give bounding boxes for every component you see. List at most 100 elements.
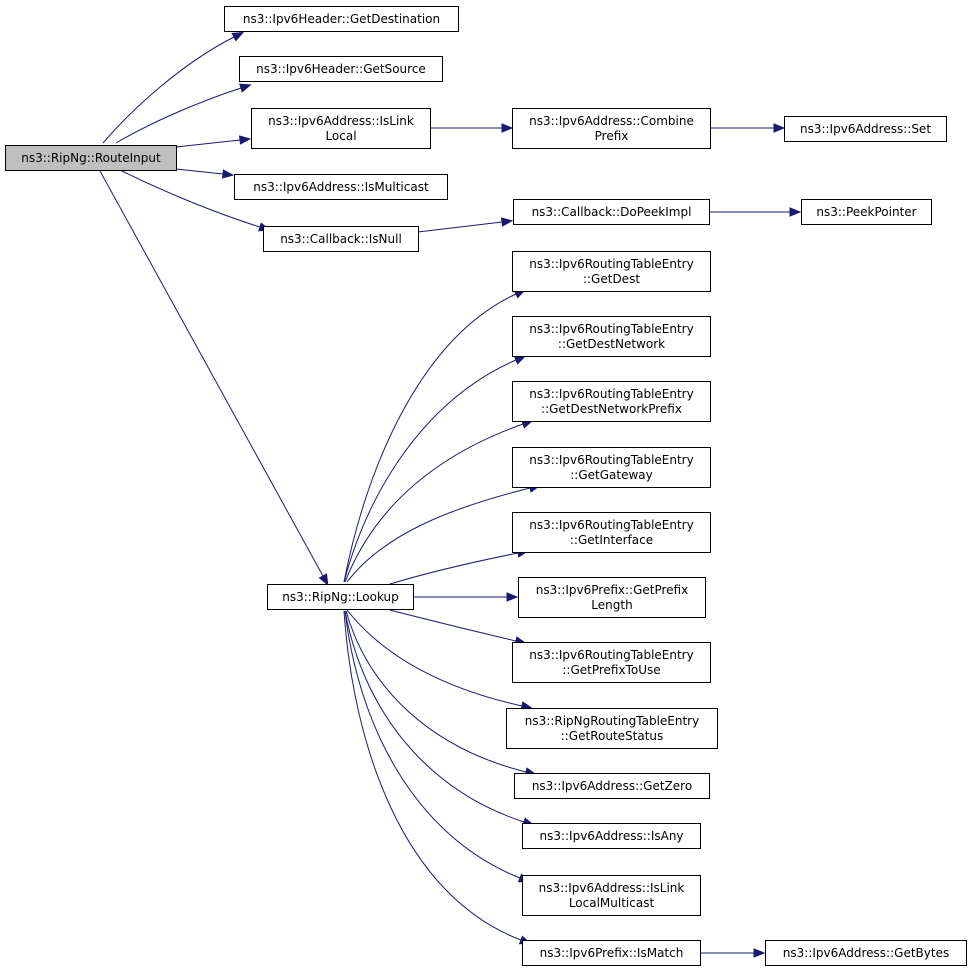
node-label: ::GetPrefixToUse (562, 663, 660, 677)
node-box (514, 773, 710, 799)
node-label: Prefix (595, 129, 629, 143)
edge-line (389, 609, 517, 642)
edges-layer (99, 31, 802, 958)
node-get-destination[interactable]: ns3::Ipv6Header::GetDestination (224, 6, 459, 32)
node-label: ns3::Ipv6Address::Set (800, 122, 931, 136)
node-box (512, 447, 711, 488)
node-label: ns3::Callback::IsNull (280, 232, 402, 246)
node-box (513, 199, 710, 225)
node-is-multicast[interactable]: ns3::Ipv6Address::IsMulticast (234, 174, 448, 200)
node-label: ns3::Ipv6RoutingTableEntry (529, 648, 693, 662)
node-get-zero[interactable]: ns3::Ipv6Address::GetZero (514, 773, 710, 799)
edge-do_peek_impl-to-peek_pointer (709, 207, 802, 217)
node-label: ns3::Ipv6Address::Combine (529, 114, 694, 128)
node-box (263, 226, 419, 252)
node-label: ns3::Ipv6RoutingTableEntry (529, 453, 693, 467)
node-label: ns3::Callback::DoPeekImpl (532, 205, 692, 219)
edge-line (389, 552, 519, 585)
arrowhead-icon (789, 207, 802, 217)
node-peek-pointer[interactable]: ns3::PeekPointer (801, 199, 932, 225)
node-box (512, 642, 711, 683)
edge-line (102, 36, 235, 144)
node-label: ns3::RipNg::RouteInput (21, 151, 161, 165)
node-get-bytes[interactable]: ns3::Ipv6Address::GetBytes (765, 940, 967, 966)
node-box (522, 875, 701, 916)
node-addr-set[interactable]: ns3::Ipv6Address::Set (784, 116, 947, 142)
node-get-dest-network-prefix[interactable]: ns3::Ipv6RoutingTableEntry::GetDestNetwo… (512, 381, 711, 422)
edge-is_match-to-get_bytes (700, 948, 766, 958)
edge-route_input-to-lookup (99, 170, 329, 586)
edge-lookup-to-get_prefix_to_use (389, 609, 528, 646)
node-box (518, 577, 706, 618)
edge-line (344, 423, 524, 583)
edge-line (343, 359, 517, 583)
edge-line (346, 609, 523, 707)
edge-line (343, 293, 517, 583)
node-get-gateway[interactable]: ns3::Ipv6RoutingTableEntry::GetGateway (512, 447, 711, 488)
node-label: Local (325, 129, 356, 143)
node-get-interface[interactable]: ns3::Ipv6RoutingTableEntry::GetInterface (512, 512, 711, 553)
node-label: ns3::Ipv6Address::IsLink (539, 881, 685, 895)
arrowhead-icon (222, 169, 235, 179)
node-lookup[interactable]: ns3::RipNg::Lookup (267, 584, 414, 610)
edge-line (346, 487, 531, 583)
node-box (512, 316, 711, 357)
node-label: ::GetRouteStatus (561, 729, 664, 743)
node-box (5, 145, 177, 171)
node-label: ::GetDestNetworkPrefix (541, 402, 682, 416)
edge-line (99, 170, 324, 577)
node-route-input[interactable]: ns3::RipNg::RouteInput (5, 145, 177, 171)
node-box (512, 512, 711, 553)
node-box (784, 116, 947, 142)
node-label: ns3::RipNg::Lookup (282, 590, 399, 604)
edge-route_input-to-is_link_local (175, 135, 252, 148)
edge-lookup-to-get_dest_network_prefix (344, 419, 534, 583)
edge-line (345, 610, 527, 773)
edge-line (119, 169, 261, 228)
node-label: ns3::Ipv6Address::GetZero (532, 779, 692, 793)
node-label: LocalMulticast (569, 896, 655, 910)
edge-lookup-to-is_match (343, 610, 532, 945)
node-box (765, 940, 967, 966)
arrowhead-icon (501, 123, 514, 133)
node-get-dest-network[interactable]: ns3::Ipv6RoutingTableEntry::GetDestNetwo… (512, 316, 711, 357)
arrowhead-icon (318, 573, 329, 586)
arrowhead-icon (231, 31, 245, 42)
node-get-route-status[interactable]: ns3::RipNgRoutingTableEntry::GetRouteSta… (506, 708, 718, 749)
node-callback-is-null[interactable]: ns3::Callback::IsNull (263, 226, 419, 252)
node-box (512, 381, 711, 422)
node-get-source[interactable]: ns3::Ipv6Header::GetSource (239, 56, 443, 82)
edge-combine_prefix-to-addr_set (710, 123, 786, 133)
node-is-any[interactable]: ns3::Ipv6Address::IsAny (522, 823, 701, 849)
node-box (512, 108, 711, 149)
edge-line (417, 221, 503, 233)
arrowhead-icon (513, 355, 527, 365)
node-label: ns3::Ipv6Address::IsLink (268, 114, 414, 128)
edge-lookup-to-is_link_local_multicast (344, 610, 531, 883)
node-box (801, 199, 932, 225)
node-label: ::GetGateway (570, 468, 652, 482)
node-label: ns3::Ipv6Address::IsAny (539, 829, 683, 843)
node-get-dest[interactable]: ns3::Ipv6RoutingTableEntry::GetDest (512, 251, 711, 292)
nodes-layer: ns3::RipNg::RouteInput ns3::Ipv6Header::G… (5, 6, 967, 966)
node-label: ns3::Ipv6Prefix::GetPrefix (536, 583, 688, 597)
node-is-match[interactable]: ns3::Ipv6Prefix::IsMatch (522, 940, 701, 966)
node-get-prefix-to-use[interactable]: ns3::Ipv6RoutingTableEntry::GetPrefixToU… (512, 642, 711, 683)
edge-lookup-to-get_prefix_length (413, 592, 519, 602)
node-label: ns3::Ipv6Address::GetBytes (783, 946, 949, 960)
node-box (224, 6, 459, 32)
node-do-peek-impl[interactable]: ns3::Callback::DoPeekImpl (513, 199, 710, 225)
node-label: ::GetDestNetwork (558, 337, 665, 351)
node-box (506, 708, 718, 749)
node-box (234, 174, 448, 200)
edge-lookup-to-get_interface (389, 548, 530, 585)
arrowhead-icon (753, 948, 766, 958)
node-label: ns3::Ipv6RoutingTableEntry (529, 518, 693, 532)
node-label: ns3::Ipv6Header::GetSource (256, 62, 426, 76)
node-label: ns3::Ipv6RoutingTableEntry (529, 322, 693, 336)
node-label: ns3::Ipv6RoutingTableEntry (529, 387, 693, 401)
